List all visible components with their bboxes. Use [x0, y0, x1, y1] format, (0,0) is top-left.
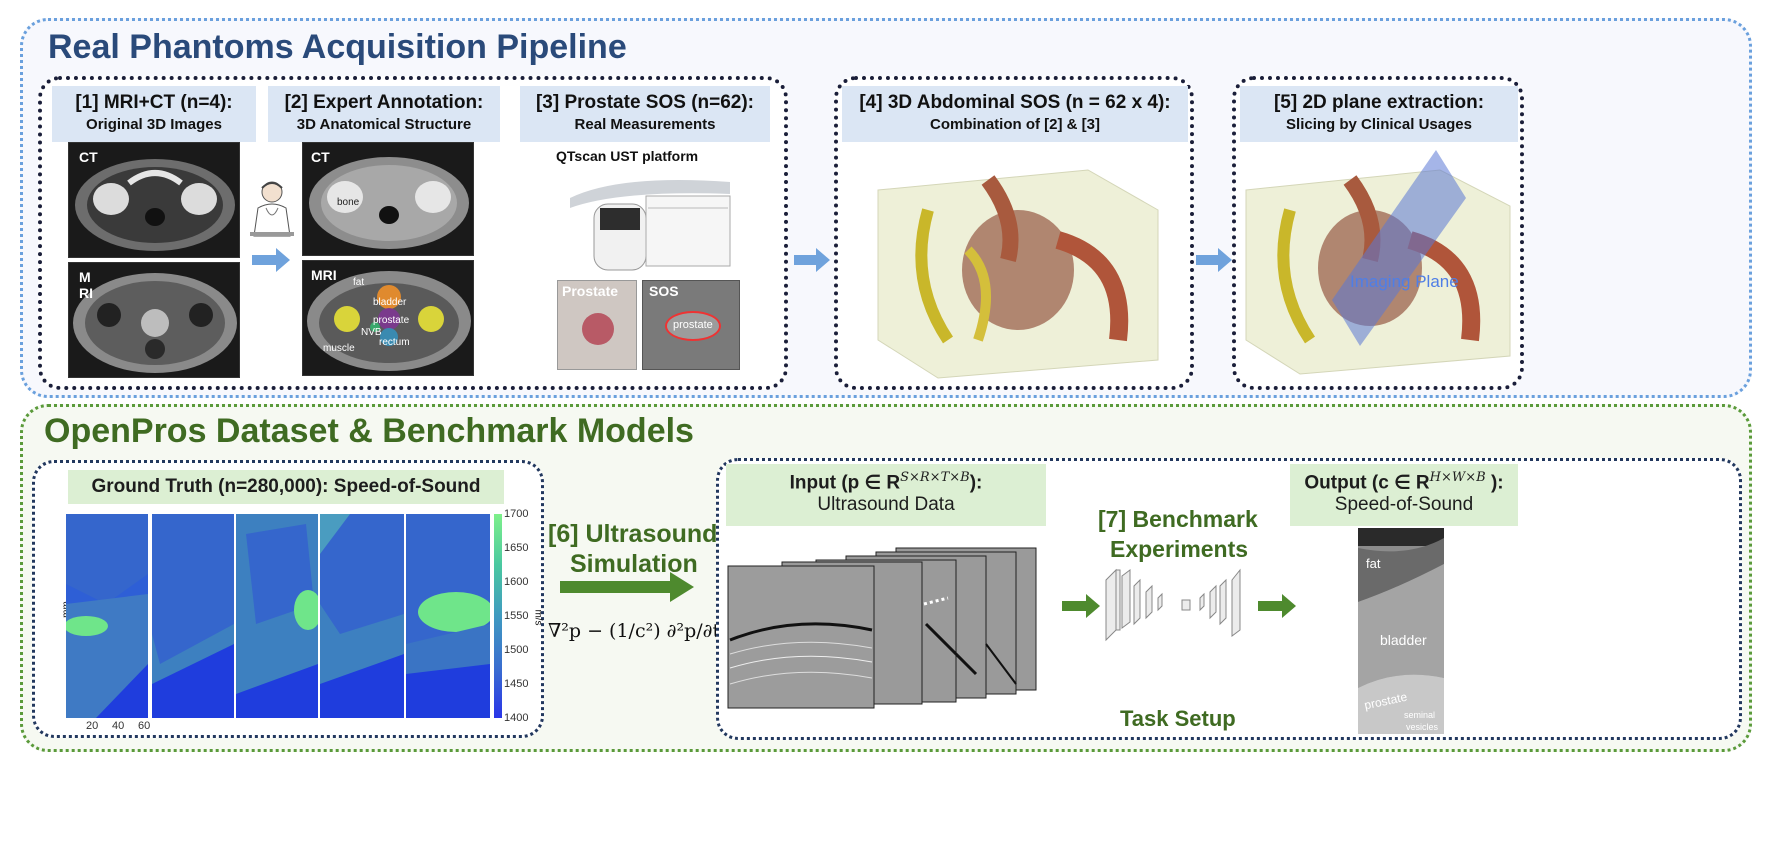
step7-title-line1: [7] Benchmark [1098, 506, 1258, 532]
ultrasound-data-stack [727, 547, 1037, 709]
step6-title-line1: [6] Ultrasound [548, 520, 718, 548]
step1-ct-image: CT [68, 142, 240, 258]
step5-title: [5] 2D plane extraction: [1273, 92, 1485, 113]
output-title: Output (c ∈ R [1304, 472, 1430, 494]
output-subtitle: Speed-of-Sound [1334, 494, 1474, 516]
step5-3d-volume-image [1245, 150, 1511, 375]
step3-platform-label: QTscan UST platform [556, 148, 699, 164]
sos-panel-3 [236, 514, 318, 718]
colorbar [494, 514, 502, 718]
step3-subtitle: Real Measurements [574, 116, 716, 133]
step3-sos-label: SOS [649, 283, 679, 299]
arrow-step6-to-task [560, 572, 694, 602]
sos-panel-5 [406, 514, 490, 718]
step1-mri-label-b: RI [79, 285, 93, 301]
step1-header: [1] MRI+CT (n=4): Original 3D Images [52, 86, 256, 142]
output-title-tail: ): [1485, 472, 1504, 494]
step2-muscle-label: muscle [323, 343, 355, 354]
sos-panel-1 [66, 514, 148, 718]
step2-fat-label: fat [353, 277, 365, 288]
doctor-icon [250, 181, 294, 237]
colorbar-tick: 1650 [504, 542, 529, 554]
acquisition-pipeline-title: Real Phantoms Acquisition Pipeline [48, 28, 627, 66]
arrow-step4-to-step5 [1196, 248, 1232, 272]
input-subtitle: Ultrasound Data [817, 494, 955, 516]
x-tick: 40 [112, 720, 125, 732]
step2-mri-label: MRI [311, 267, 337, 283]
colorbar-tick: 1450 [504, 678, 529, 690]
step1-title: [1] MRI+CT (n=4): [75, 92, 233, 113]
step2-ct-label: CT [311, 149, 330, 165]
output-superscript: H×W×B [1429, 470, 1486, 485]
step3-sos-prostate-label: prostate [673, 319, 713, 331]
qtscan-device-image [570, 180, 731, 271]
input-superscript: S×R×T×B [900, 470, 970, 485]
input-header: Input (p ∈ RS×R×T×B): Ultrasound Data [726, 464, 1046, 526]
colorbar-tick: 1500 [504, 644, 529, 656]
step3-header: [3] Prostate SOS (n=62): Real Measuremen… [520, 86, 770, 142]
step4-header: [4] 3D Abdominal SOS (n = 62 x 4): Combi… [842, 86, 1188, 142]
step4-subtitle: Combination of [2] & [3] [930, 116, 1100, 133]
output-fat-label: fat [1366, 556, 1381, 571]
arrow-model-to-output [1258, 594, 1296, 618]
dataset-benchmark-title: OpenPros Dataset & Benchmark Models [44, 412, 694, 450]
step3-sos-image: SOS prostate [642, 280, 740, 370]
step2-rectum-label: rectum [379, 337, 410, 348]
step2-bladder-label: bladder [373, 297, 407, 308]
step7-title-line2: Experiments [1110, 536, 1249, 562]
colorbar-tick: 1400 [504, 712, 529, 724]
step4-title: [4] 3D Abdominal SOS (n = 62 x 4): [859, 92, 1171, 113]
colorbar-tick: 1600 [504, 576, 529, 588]
step2-prostate-label: prostate [373, 315, 410, 326]
x-tick: 20 [86, 720, 99, 732]
ground-truth-header: Ground Truth (n=280,000): Speed-of-Sound [68, 470, 504, 504]
step2-nvb-label: NVB [361, 327, 382, 338]
colorbar-tick: 1700 [504, 508, 529, 520]
output-bladder-label: bladder [1380, 632, 1427, 648]
step6-title-line2: Simulation [570, 550, 698, 578]
step2-mri-image: MRI fat bladder prostate NVB rectum musc… [302, 260, 474, 376]
output-header: Output (c ∈ RH×W×B ): Speed-of-Sound [1290, 464, 1518, 526]
arrow-step1-to-step2 [252, 248, 290, 272]
input-title-tail: ): [969, 472, 983, 494]
x-tick: 60 [138, 720, 151, 732]
step3-title: [3] Prostate SOS (n=62): [535, 92, 755, 113]
step1-mri-label-a: M [79, 269, 91, 285]
arrow-input-to-model [1062, 594, 1100, 618]
step5-subtitle: Slicing by Clinical Usages [1286, 116, 1472, 133]
neural-network-icon [1105, 568, 1241, 642]
arrow-step3-to-step4 [794, 248, 830, 272]
step2-subtitle: 3D Anatomical Structure [296, 116, 472, 133]
output-vesicles-label: vesicles [1406, 722, 1439, 732]
input-title: Input (p ∈ R [789, 472, 901, 494]
step4-3d-volume-image [877, 169, 1159, 379]
sos-panel-2 [152, 514, 234, 718]
output-seminal-label: seminal [1404, 710, 1436, 720]
step5-header: [5] 2D plane extraction: Slicing by Clin… [1240, 86, 1518, 142]
step2-header: [2] Expert Annotation: 3D Anatomical Str… [268, 86, 500, 142]
step3-prostate-label: Prostate [562, 283, 619, 299]
task-setup-footer: Task Setup [1120, 706, 1236, 731]
colorbar-tick: 1550 [504, 610, 529, 622]
colorbar-unit-label: m/s [532, 609, 544, 626]
sos-panel-4 [320, 514, 404, 718]
step1-mri-image: M RI [68, 262, 240, 378]
output-sos-image: fat bladder prostate seminal vesicles [1358, 528, 1444, 734]
wave-equation: ∇²p − (1/c²) ∂²p/∂t² = s [548, 620, 766, 642]
step2-bone-label: bone [337, 197, 360, 208]
step3-prostate-photo: Prostate [557, 280, 637, 370]
imaging-plane-label: Imaging Plane [1350, 272, 1459, 291]
step1-subtitle: Original 3D Images [86, 116, 222, 133]
step1-ct-label: CT [79, 149, 98, 165]
step2-title: [2] Expert Annotation: [284, 92, 484, 113]
colorbar-ticks: 1700 1650 1600 1550 1500 1450 1400 [504, 508, 538, 724]
step2-ct-image: CT bone [302, 142, 474, 256]
